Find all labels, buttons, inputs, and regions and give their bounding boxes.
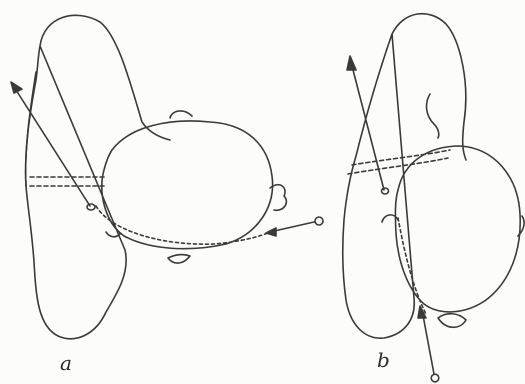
panel-a-lobe-bottom [168, 255, 190, 263]
panel-b-lobe-bottom [438, 314, 466, 328]
panel-a-head-outline [102, 121, 273, 249]
panel-a-dashed-path [96, 206, 270, 244]
panel-b-inner-curl [427, 94, 439, 138]
panel-b [343, 14, 524, 382]
panel-a-arrowhead [11, 82, 22, 93]
panel-a-probe-tip [315, 217, 323, 225]
panel-a-lobe-top [170, 111, 192, 118]
panel-a [11, 15, 323, 338]
panel-a-label: a [60, 353, 72, 373]
panel-b-probe-line [422, 310, 434, 374]
panel-b-arrowhead [347, 56, 356, 70]
panel-a-probe-arrowhead [266, 228, 276, 236]
panel-b-body-outline [343, 14, 466, 339]
panel-b-arrow-shaft [352, 66, 384, 190]
panel-b-dashed-band-upper [352, 150, 450, 165]
panel-b-pivot-point [382, 188, 389, 194]
panel-b-probe-tip [431, 374, 439, 382]
panel-b-dashed-band-lower [348, 158, 448, 174]
panel-b-head-outline [395, 146, 520, 312]
panel-b-lobe-right [518, 216, 524, 236]
panel-b-label: b [377, 350, 390, 370]
panel-a-pivot-point [87, 204, 95, 210]
